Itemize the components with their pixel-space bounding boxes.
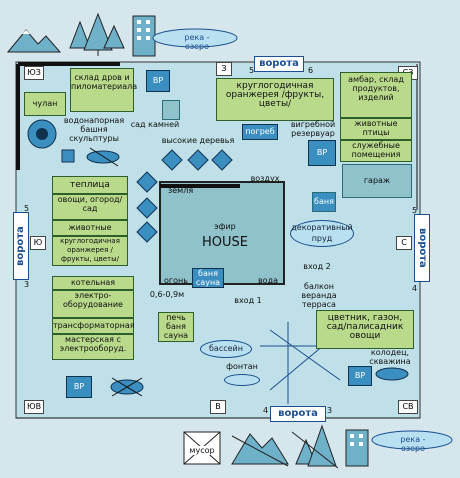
barn-block: амбар, склад продуктов, изделий [340, 72, 412, 118]
pond-ellipse: декоративный пруд [290, 220, 354, 247]
tree-icon-bottom [291, 424, 339, 469]
vr-block: ВР [146, 70, 170, 92]
lake-label-top: река - озеро [184, 33, 210, 51]
tall-trees-label: высокие деревья [161, 136, 235, 145]
mountain-icon [6, 29, 62, 53]
gate-number: 3 [327, 406, 333, 415]
transformer-block: трансформаторная [52, 318, 135, 334]
tall-trees-diamond-icon [136, 149, 233, 243]
cellar-block: погреб [242, 124, 278, 140]
pool-ellipse[interactable]: бассейн [200, 340, 252, 358]
lake-ellipse [152, 28, 238, 48]
mountain-icon-bottom [231, 433, 289, 467]
gate-number: 4 [263, 406, 269, 415]
lake-ellipse-bottom [371, 430, 453, 450]
corner-w: Ю [30, 236, 46, 250]
orangery-top: круглогодичная оранжерея /фрукты, цветы/ [216, 78, 334, 121]
distance-label: 0,6-0,9м [149, 290, 185, 299]
animals-birds-block: животные птицы [340, 118, 412, 140]
house-fire-label: огонь [164, 276, 188, 285]
gate-number: 5 [249, 66, 255, 75]
bath-small-block: баня [312, 192, 336, 212]
house-ether-label: эфир [214, 222, 236, 231]
crossed-sculpture-icon [86, 150, 120, 164]
corner-e: С [396, 236, 412, 250]
house-earth-label: земля [168, 186, 194, 195]
orangery-left-block: круглогодичная оранжерея /фрукты, цветы/ [52, 236, 128, 266]
fountain-ellipse [224, 374, 260, 386]
house-label: HOUSE [202, 235, 248, 250]
corner-se: СВ [398, 400, 418, 414]
gate-number: 5 [412, 206, 418, 215]
gate-north[interactable]: ворота [254, 56, 304, 72]
boiler-block: котельная [52, 276, 134, 290]
building-icon-bottom [345, 429, 369, 467]
vr-block-2: ВР [308, 140, 336, 166]
trash-label: мусор [188, 446, 216, 455]
corner-n: З [216, 62, 232, 76]
corner-s: В [210, 400, 226, 414]
gate-number: 5 [24, 204, 30, 213]
sauna-block: баня сауна [192, 268, 224, 288]
electro-block: электро- оборудование [52, 290, 134, 318]
vr-block-3: ВР [348, 366, 372, 386]
water-tower-label: водонапорная башня скульптуры [63, 116, 125, 143]
well-ellipse-icon [375, 367, 409, 381]
reservoir-label: вигребной резервуар [290, 120, 336, 138]
greenhouse-block: теплица [52, 176, 128, 194]
building-icon [132, 15, 156, 57]
gate-east[interactable]: ворота [414, 214, 430, 282]
corner-nw: ЮЗ [24, 66, 44, 80]
house-air-label: воздух [250, 174, 280, 183]
tree-icon [69, 12, 125, 56]
lake-label-bottom: река - озеро [400, 435, 426, 453]
workshop-block: мастерская с электрооборуд. [52, 334, 134, 360]
corner-sw: ЮВ [24, 400, 44, 414]
gate-number: 6 [308, 66, 314, 75]
balcony-label: балкон веранда терраса [301, 282, 337, 309]
animals-block: животные [52, 220, 128, 236]
warehouse-block: склад дров и пиломатериала [70, 68, 137, 112]
gate-number: 3 [24, 280, 30, 289]
well-label: колодец, скважина [369, 348, 411, 366]
vr-block-4: ВР [66, 376, 92, 398]
garage-block: гараж [342, 164, 412, 198]
gate-number: 4 [412, 284, 418, 293]
house-water-label: вода [257, 276, 279, 285]
chulan-block: чулан [24, 92, 66, 116]
lawn-block: цветник, газон, сад/палисадник овощи [316, 310, 414, 349]
entry2-label: вход 2 [303, 262, 331, 271]
fountain-label: фонтан [226, 362, 258, 371]
stone-garden-label: сад камней [130, 120, 180, 129]
stove-block: печь баня сауна [158, 312, 194, 342]
gate-west[interactable]: ворота [13, 212, 29, 280]
service-block: служебные помещения [340, 140, 412, 162]
vegetables-block: овощи, огород/сад [52, 194, 128, 220]
small-hut [162, 100, 180, 120]
entry1-label: вход 1 [234, 296, 262, 305]
gate-south[interactable]: ворота [270, 406, 326, 422]
